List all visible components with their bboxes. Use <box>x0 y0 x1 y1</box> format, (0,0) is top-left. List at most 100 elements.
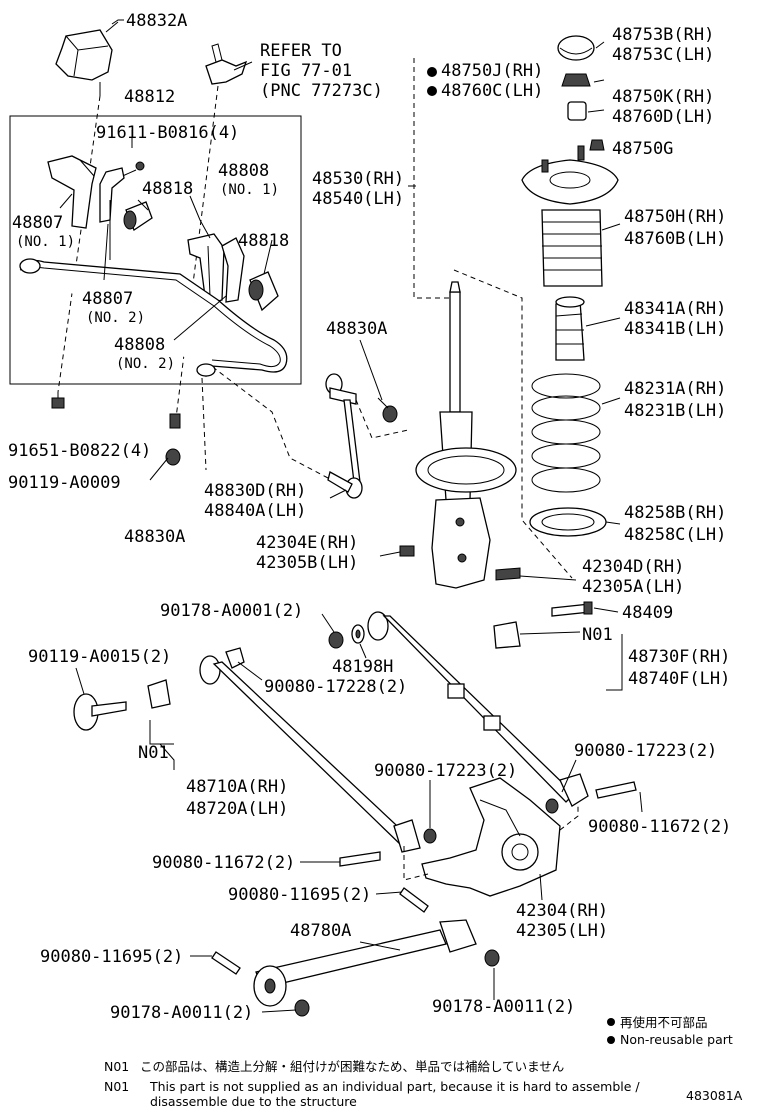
label-90080-11695-a: 90080-11695(2) <box>228 885 371 905</box>
label-48808-no2: 48808 <box>114 335 165 355</box>
label-48530: 48530(RH) <box>312 169 404 189</box>
label-48808-no1-sub: (NO. 1) <box>220 182 279 198</box>
footnote-jp: この部品は、構造上分解・組付けが困難なため、単品では補給していません <box>140 1059 564 1074</box>
label-42305A: 42305A(LH) <box>582 577 684 597</box>
part-42304D-bolt <box>495 567 521 581</box>
legend-dot-jp <box>607 1018 615 1026</box>
footnote-code-en: N01 <box>104 1079 129 1094</box>
label-48808-no1: 48808 <box>218 161 269 181</box>
part-48750G-nut <box>589 139 605 151</box>
part-48832A-bracket <box>55 29 113 96</box>
label-48750G: 48750G <box>612 139 673 159</box>
label-48807-no1-sub: (NO. 1) <box>16 234 75 250</box>
part-48258-insulator <box>529 507 607 537</box>
label-48750J: 48750J(RH) <box>441 61 543 81</box>
label-90080-17223-a: 90080-17223(2) <box>574 741 717 761</box>
part-stabilizer-link <box>325 373 363 499</box>
legend-dot-en <box>607 1036 615 1044</box>
label-N01-a: N01 <box>582 625 613 645</box>
part-48341-bump-stop <box>555 296 585 361</box>
label-48830A-a: 48830A <box>124 527 185 547</box>
non-reusable-dot-48750J <box>427 67 437 77</box>
label-48409: 48409 <box>622 603 673 623</box>
label-42304D: 42304D(RH) <box>582 557 684 577</box>
part-48830A-nut-a <box>165 448 181 466</box>
label-42305: 42305(LH) <box>516 921 608 941</box>
part-90080-17223-nuts <box>423 798 559 844</box>
label-48750K: 48750K(RH) <box>612 87 714 107</box>
legend-en: Non-reusable part <box>620 1032 733 1047</box>
diagram-code: 483081A <box>686 1088 743 1103</box>
label-48807-no2: 48807 <box>82 289 133 309</box>
label-90080-11695-b: 90080-11695(2) <box>40 947 183 967</box>
part-48750K-bushing <box>567 101 587 121</box>
part-91651-bolt <box>51 392 65 409</box>
part-90080-11672-bolts <box>339 781 637 867</box>
part-48750J-nut <box>561 73 591 87</box>
part-90178-A0001-nut <box>328 631 344 649</box>
label-48840A: 48840A(LH) <box>204 501 306 521</box>
label-48198H: 48198H <box>332 657 393 677</box>
part-refer-clip <box>205 43 248 85</box>
legend: 再使用不可部品 Non-reusable part <box>607 1015 733 1047</box>
part-48818-bushing-a <box>123 201 153 231</box>
label-N01-b: N01 <box>138 743 169 763</box>
non-reusable-dot-48760C <box>427 86 437 96</box>
label-48807-no2-sub: (NO. 2) <box>86 310 145 326</box>
label-90119-A0015: 90119-A0015(2) <box>28 647 171 667</box>
part-48409-bolt <box>551 601 593 617</box>
label-91611: 91611-B0816(4) <box>96 123 239 143</box>
footnote-en-line1: This part is not supplied as an individu… <box>149 1079 640 1094</box>
label-90178-A0011-b: 90178-A0011(2) <box>432 997 575 1017</box>
part-48830A-nut-b <box>382 405 398 423</box>
footnote-en-line2: disassemble due to the structure <box>150 1094 357 1109</box>
label-48760C: 48760C(LH) <box>441 81 543 101</box>
label-48720A: 48720A(LH) <box>186 799 288 819</box>
label-48740F: 48740F(LH) <box>628 669 730 689</box>
label-91651: 91651-B0822(4) <box>8 441 151 461</box>
label-48780A: 48780A <box>290 921 351 941</box>
label-48258B: 48258B(RH) <box>624 503 726 523</box>
label-48830A-b: 48830A <box>326 319 387 339</box>
stabilizer-group-frame <box>9 115 302 385</box>
part-48710A-arm <box>199 655 421 853</box>
label-90080-11672-a: 90080-11672(2) <box>588 817 731 837</box>
legend-jp: 再使用不可部品 <box>620 1015 708 1030</box>
label-refer-line2: FIG 77-01 <box>260 61 352 81</box>
label-90080-17223-b: 90080-17223(2) <box>374 761 517 781</box>
label-48710A: 48710A(RH) <box>186 777 288 797</box>
part-48807-no2 <box>99 167 125 223</box>
label-90178-A0001: 90178-A0001(2) <box>160 601 303 621</box>
part-42304-knuckle <box>421 777 561 897</box>
part-48231-coil-spring <box>531 373 601 493</box>
label-48830D: 48830D(RH) <box>204 481 306 501</box>
label-42305B: 42305B(LH) <box>256 553 358 573</box>
label-48341A: 48341A(RH) <box>624 299 726 319</box>
part-48753-cap <box>557 35 595 61</box>
label-48750H: 48750H(RH) <box>624 207 726 227</box>
label-48753C: 48753C(LH) <box>612 45 714 65</box>
part-48750H-mount <box>521 145 619 287</box>
part-42304E-bolt <box>399 545 415 557</box>
part-48198H-washer <box>351 624 365 644</box>
label-48258C: 48258C(LH) <box>624 525 726 545</box>
part-48808-no2-bracket <box>221 237 245 303</box>
footnote: N01 この部品は、構造上分解・組付けが困難なため、単品では補給していません N… <box>104 1059 743 1109</box>
part-90119-bolt <box>169 413 181 429</box>
part-stabilizer-bar <box>19 258 288 378</box>
part-N01-bushing-b <box>147 679 171 709</box>
label-48818-a: 48818 <box>142 179 193 199</box>
part-48818-bushing-b <box>248 271 279 312</box>
leader-lines <box>59 21 643 1013</box>
part-90119-A0015-bolt <box>73 693 127 731</box>
label-48760D: 48760D(LH) <box>612 107 714 127</box>
label-refer-line1: REFER TO <box>260 41 342 61</box>
part-shock-absorber <box>415 281 517 589</box>
label-42304: 42304(RH) <box>516 901 608 921</box>
label-48760B: 48760B(LH) <box>624 229 726 249</box>
label-48231A: 48231A(RH) <box>624 379 726 399</box>
label-refer-line3: (PNC 77273C) <box>260 81 383 101</box>
part-90178-A0011-nuts <box>294 949 500 1017</box>
label-48231B: 48231B(LH) <box>624 401 726 421</box>
